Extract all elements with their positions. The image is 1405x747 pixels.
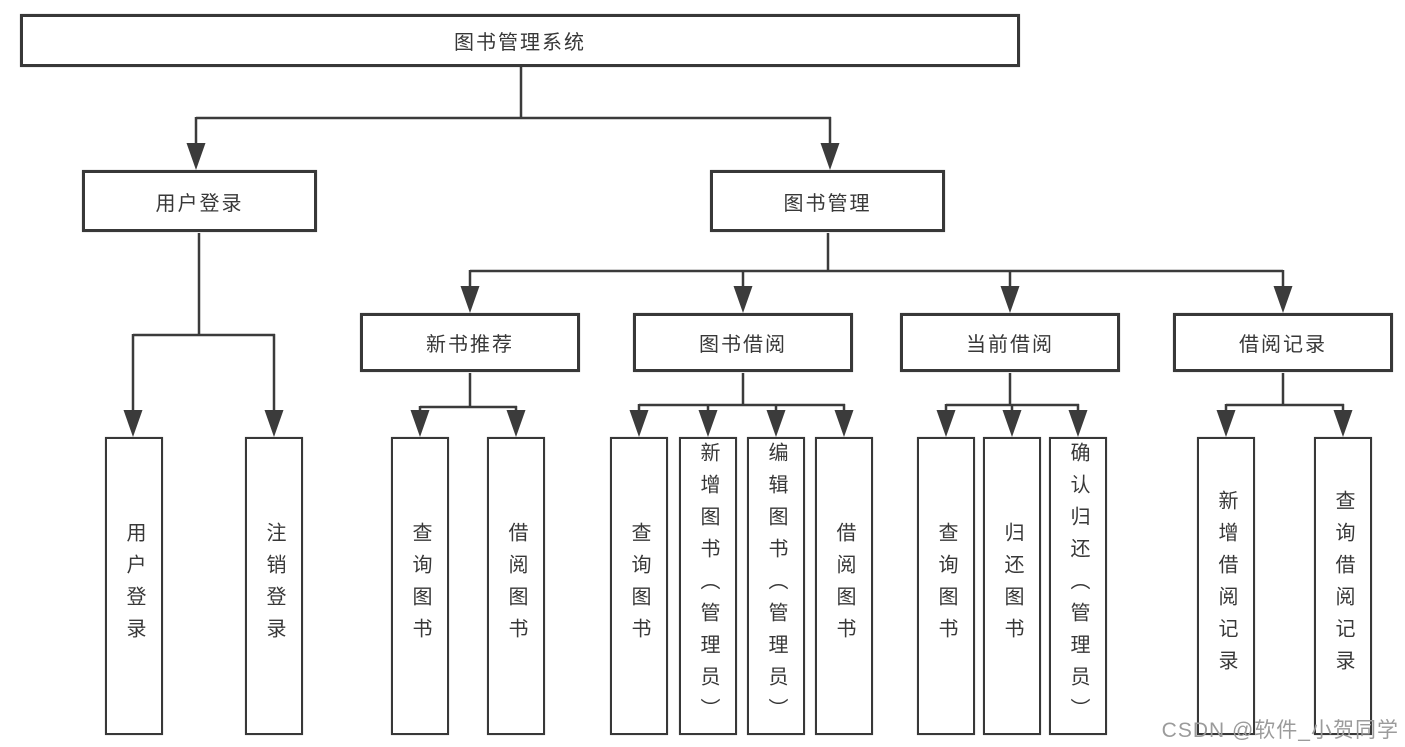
node-leaf-query-books-current: 查询图书	[917, 437, 975, 735]
node-leaf-query-books-recommend: 查询图书	[391, 437, 449, 735]
node-book-management: 图书管理	[710, 170, 945, 232]
node-borrowing-records: 借阅记录	[1173, 313, 1393, 372]
node-leaf-add-book-admin: 新增图书（管理员）	[679, 437, 737, 735]
node-label: 注销登录	[263, 522, 285, 650]
node-leaf-logout: 注销登录	[245, 437, 303, 735]
node-label: 查询借阅记录	[1332, 490, 1354, 682]
node-label: 用户登录	[123, 522, 145, 650]
node-label: 借阅记录	[1239, 334, 1327, 356]
node-current-borrowing: 当前借阅	[900, 313, 1120, 372]
node-library-management-system: 图书管理系统	[20, 14, 1020, 67]
node-user-login: 用户登录	[82, 170, 317, 232]
node-leaf-borrow-books: 借阅图书	[815, 437, 873, 735]
node-label: 新书推荐	[426, 334, 514, 356]
node-leaf-return-books: 归还图书	[983, 437, 1041, 735]
node-label: 借阅图书	[833, 522, 855, 650]
node-leaf-query-borrow-record: 查询借阅记录	[1314, 437, 1372, 735]
node-label: 图书管理系统	[454, 32, 586, 54]
node-leaf-query-books-borrow: 查询图书	[610, 437, 668, 735]
node-label: 用户登录	[155, 192, 244, 215]
node-label: 确认归还（管理员）	[1067, 442, 1089, 730]
node-label: 归还图书	[1001, 522, 1023, 650]
node-label: 查询图书	[628, 522, 650, 650]
node-label: 编辑图书（管理员）	[765, 442, 787, 730]
node-label: 图书借阅	[699, 334, 787, 356]
csdn-watermark: CSDN @软件_小贺同学	[1161, 719, 1399, 742]
node-label: 新增借阅记录	[1215, 490, 1237, 682]
node-label: 借阅图书	[505, 522, 527, 650]
node-label: 查询图书	[409, 522, 431, 650]
node-label: 图书管理	[783, 192, 872, 215]
node-book-borrowing: 图书借阅	[633, 313, 853, 372]
node-leaf-user-login: 用户登录	[105, 437, 163, 735]
node-leaf-add-borrow-record: 新增借阅记录	[1197, 437, 1255, 735]
node-leaf-edit-book-admin: 编辑图书（管理员）	[747, 437, 805, 735]
node-new-book-recommend: 新书推荐	[360, 313, 580, 372]
node-label: 当前借阅	[966, 334, 1054, 356]
node-label: 查询图书	[935, 522, 957, 650]
node-label: 新增图书（管理员）	[697, 442, 719, 730]
node-leaf-borrow-books-recommend: 借阅图书	[487, 437, 545, 735]
node-leaf-confirm-return-admin: 确认归还（管理员）	[1049, 437, 1107, 735]
